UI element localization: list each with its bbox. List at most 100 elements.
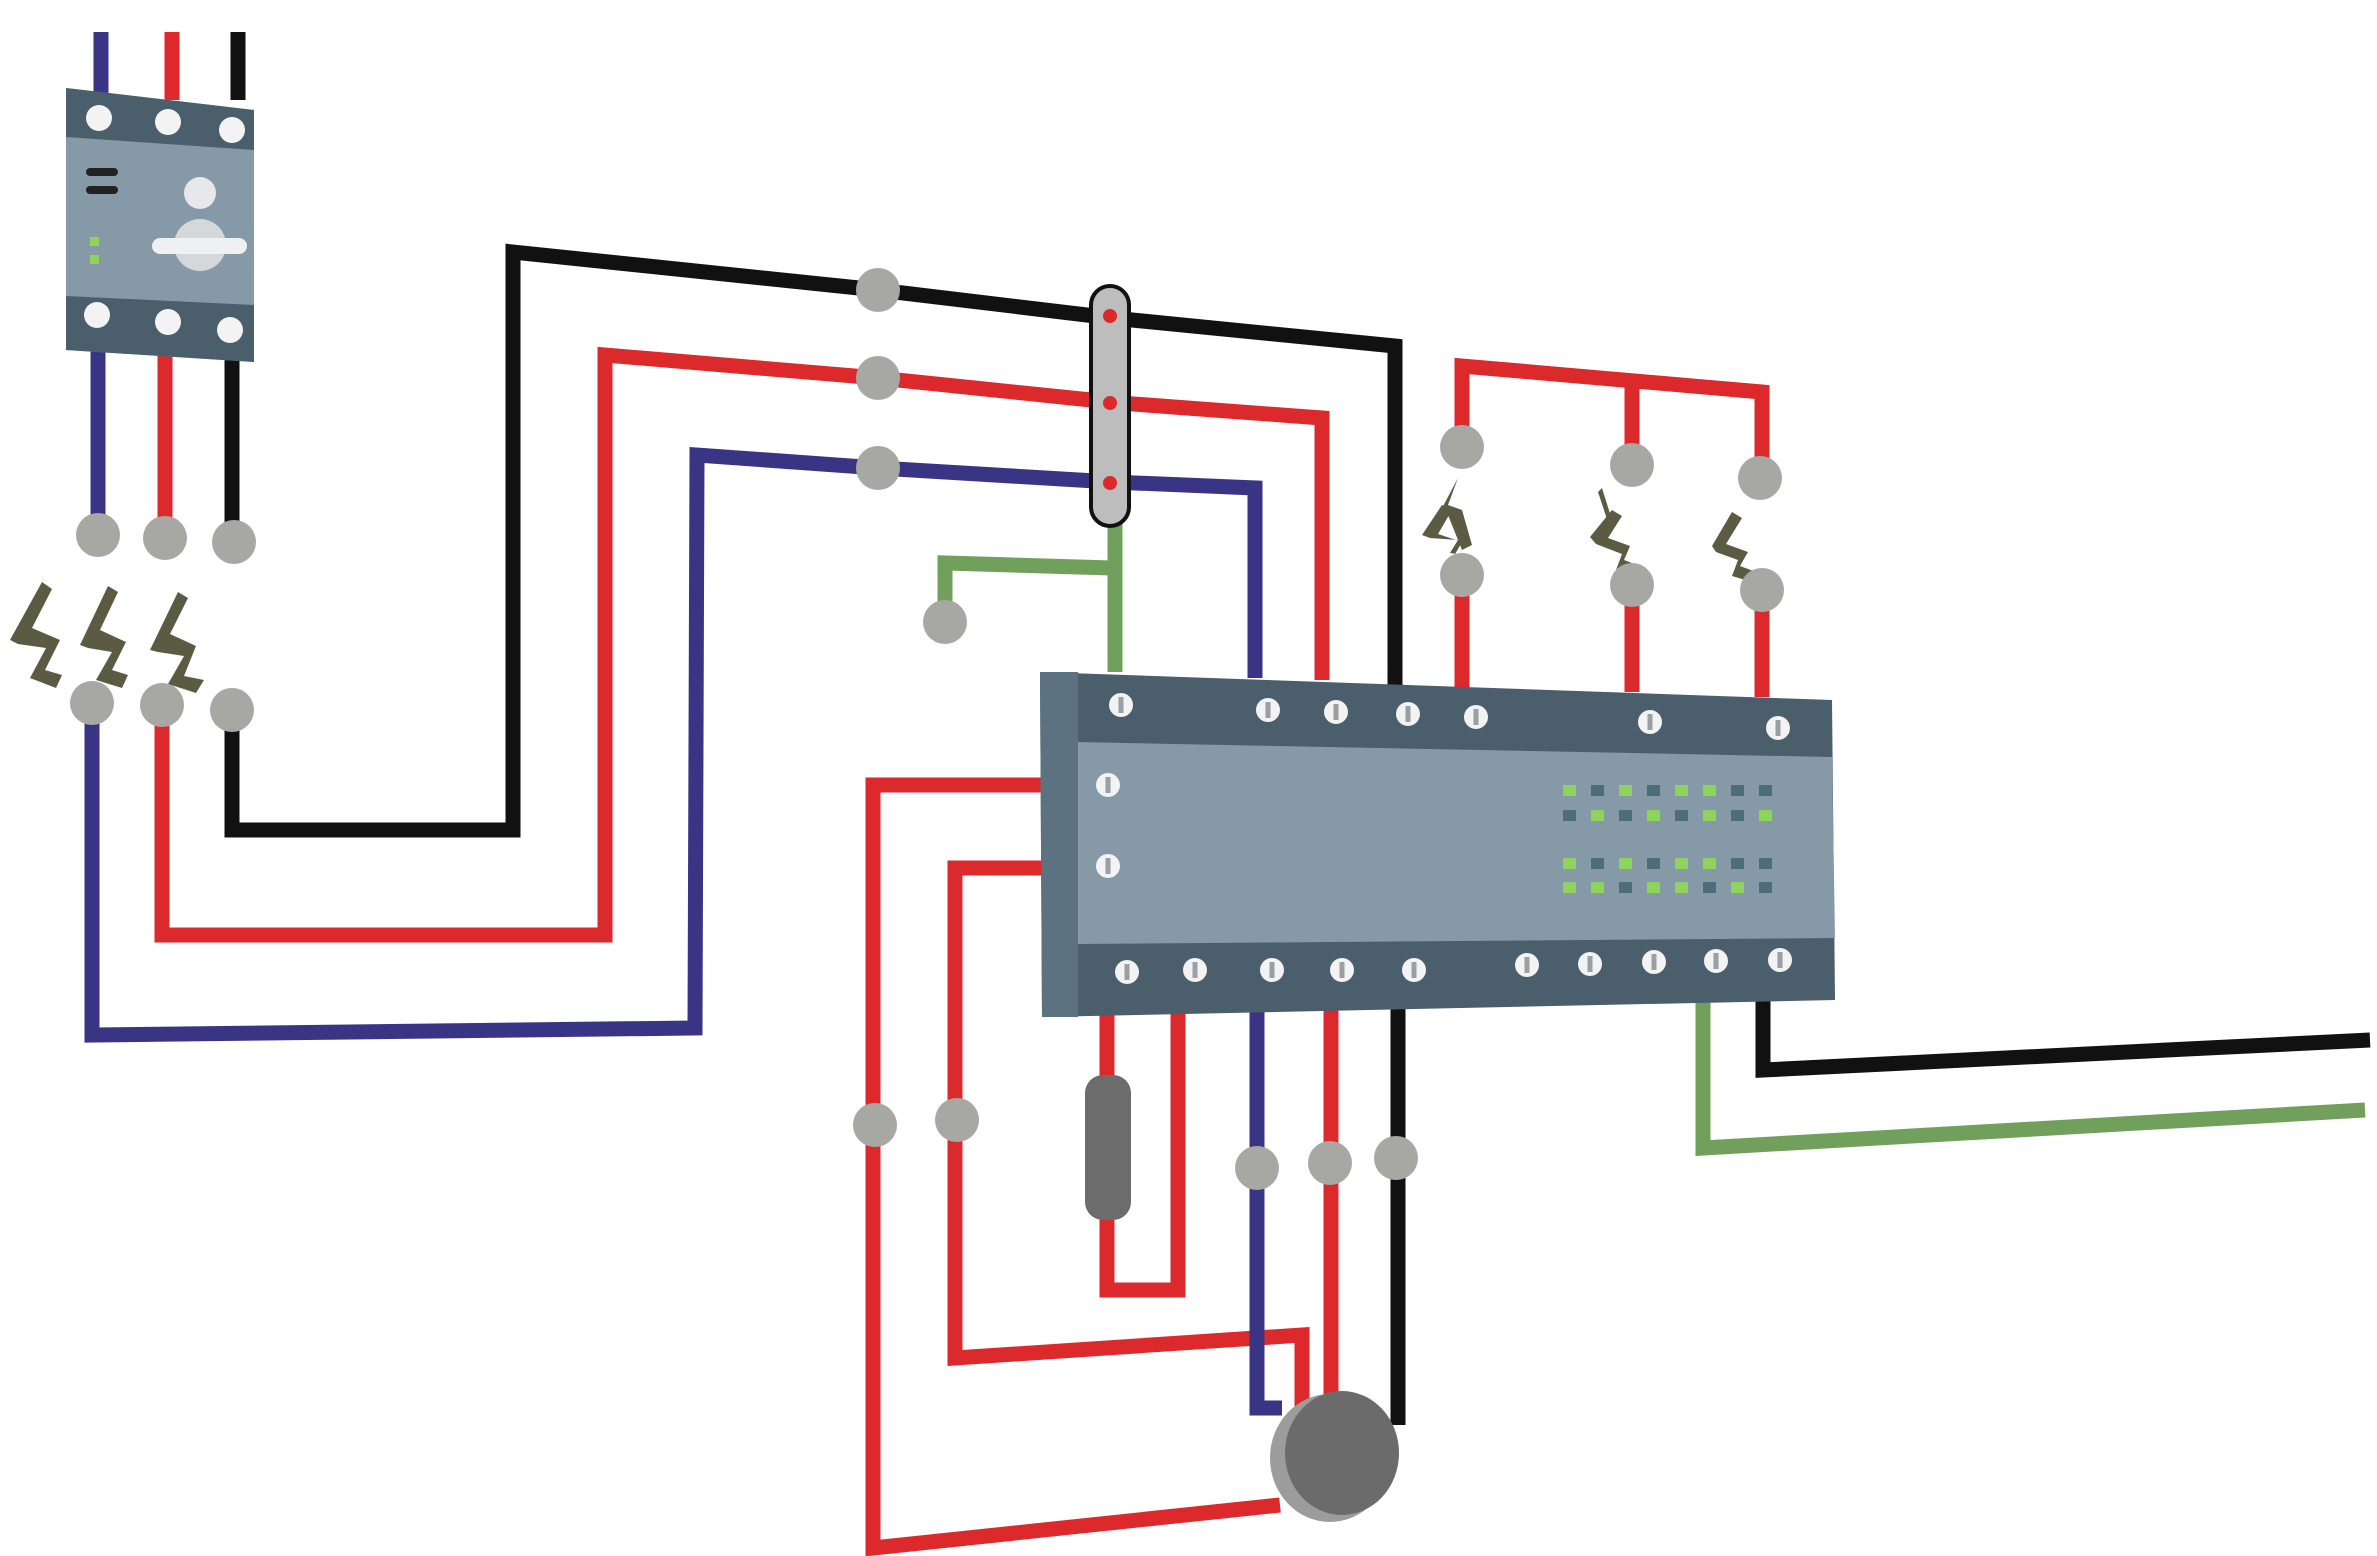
terminal-node xyxy=(210,688,254,732)
module-bottom-terminal-screw-icon xyxy=(1515,953,1539,977)
breaker-screw-icon xyxy=(219,117,245,143)
single-pole-switches xyxy=(1422,478,1756,582)
indicator-led-icon xyxy=(1731,785,1744,796)
terminal-node xyxy=(70,681,114,725)
indicator-led-icon xyxy=(1563,882,1576,893)
module-bottom-terminal-screw-icon xyxy=(1183,958,1207,982)
module-top-terminal-screw-icon xyxy=(1396,702,1420,726)
indicator-led-icon xyxy=(1619,785,1632,796)
breaker-screw-icon xyxy=(155,109,181,135)
module-top-terminal-screw-icon xyxy=(1638,710,1662,734)
terminal-node xyxy=(923,600,967,644)
indicator-led-icon xyxy=(1647,785,1660,796)
module-front-panel xyxy=(1076,742,1835,944)
terminal-node xyxy=(1235,1146,1279,1190)
indicator-led-icon xyxy=(1675,785,1688,796)
module-side-edge xyxy=(1040,672,1078,1017)
module-top-terminal-screw-icon xyxy=(1256,698,1280,722)
feed-wire-black xyxy=(224,243,1403,838)
indicator-led-icon xyxy=(1731,882,1744,893)
terminal-node xyxy=(856,356,900,400)
indicator-led-icon xyxy=(1647,810,1660,821)
feed-wire-blue xyxy=(84,446,1263,1043)
breaker-led-icon xyxy=(90,237,99,246)
module-side-wire-2 xyxy=(947,860,1310,1420)
terminal-node xyxy=(853,1103,897,1147)
terminal-node xyxy=(1738,456,1782,500)
controller-module xyxy=(1040,672,1835,1017)
indicator-led-icon xyxy=(1591,858,1604,869)
module-side-terminal-screw-icon xyxy=(1096,854,1120,878)
terminal-nodes xyxy=(70,268,1784,1190)
motor-lead-blue xyxy=(1249,1005,1282,1416)
bridge-contact xyxy=(1103,476,1117,490)
module-top-terminal-screw-icon xyxy=(1766,716,1790,740)
terminal-node xyxy=(212,520,256,564)
feed-wire-red xyxy=(154,346,1330,943)
module-bottom-terminal-screw-icon xyxy=(1402,958,1426,982)
module-side-terminals xyxy=(1096,773,1120,878)
indicator-led-icon xyxy=(1563,785,1576,796)
module-bottom-terminals xyxy=(1115,948,1792,984)
single-switch-blade-icon xyxy=(1440,478,1472,550)
terminal-node xyxy=(1610,563,1654,607)
module-side-wire-1 xyxy=(865,777,1281,1556)
output-wire-black xyxy=(1755,990,2371,1078)
breaker-screw-icon xyxy=(217,317,243,343)
terminal-node xyxy=(1610,443,1654,487)
motor-face xyxy=(1285,1391,1399,1515)
breaker-screw-icon xyxy=(84,302,110,328)
switch-blade-icon xyxy=(150,592,204,693)
module-leds xyxy=(1563,785,1772,893)
module-top-terminals xyxy=(1109,693,1790,740)
indicator-led-icon xyxy=(1759,858,1772,869)
output-wire-green xyxy=(1695,995,2366,1156)
indicator-led-icon xyxy=(1563,858,1576,869)
bridge-contact xyxy=(1103,396,1117,410)
terminal-bridge xyxy=(1089,284,1131,528)
resistor-body xyxy=(1085,1075,1131,1220)
indicator-led-icon xyxy=(1759,810,1772,821)
indicator-led-icon xyxy=(1703,882,1716,893)
indicator-led-icon xyxy=(1563,810,1576,821)
main-breaker xyxy=(66,88,254,362)
single-switch-blade-icon xyxy=(1422,505,1464,560)
indicator-led-icon xyxy=(1591,785,1604,796)
module-bottom-terminal-screw-icon xyxy=(1704,949,1728,973)
breaker-body xyxy=(66,88,254,362)
breaker-led-icon xyxy=(90,255,99,264)
terminal-node xyxy=(935,1098,979,1142)
indicator-led-icon xyxy=(1731,810,1744,821)
indicator-led-icon xyxy=(1591,882,1604,893)
breaker-slot-icon xyxy=(86,186,118,194)
motor xyxy=(1270,1391,1399,1522)
indicator-led-icon xyxy=(1759,785,1772,796)
indicator-led-icon xyxy=(1619,882,1632,893)
indicator-led-icon xyxy=(1675,858,1688,869)
terminal-node xyxy=(856,268,900,312)
module-bottom-terminal-screw-icon xyxy=(1642,950,1666,974)
module-bottom-terminal-screw-icon xyxy=(1115,960,1139,984)
wires xyxy=(84,32,2371,1556)
switch-blade-icon xyxy=(10,582,62,688)
indicator-led-icon xyxy=(1675,810,1688,821)
module-bottom-terminal-screw-icon xyxy=(1260,958,1284,982)
indicator-led-icon xyxy=(1675,882,1688,893)
single-switch-blade-icon xyxy=(1712,512,1756,582)
indicator-led-icon xyxy=(1759,882,1772,893)
breaker-adjust-screw-icon xyxy=(184,177,216,209)
indicator-led-icon xyxy=(1647,882,1660,893)
terminal-node xyxy=(1440,425,1484,469)
indicator-led-icon xyxy=(1703,785,1716,796)
terminal-node xyxy=(1308,1141,1352,1185)
terminal-node xyxy=(143,516,187,560)
module-bottom-terminal-screw-icon xyxy=(1330,958,1354,982)
terminal-node xyxy=(1374,1136,1418,1180)
terminal-node xyxy=(140,683,184,727)
indicator-led-icon xyxy=(1591,810,1604,821)
breaker-screw-icon xyxy=(86,105,112,131)
terminal-node xyxy=(856,446,900,490)
bridge-contact xyxy=(1103,309,1117,323)
terminal-node xyxy=(1440,553,1484,597)
